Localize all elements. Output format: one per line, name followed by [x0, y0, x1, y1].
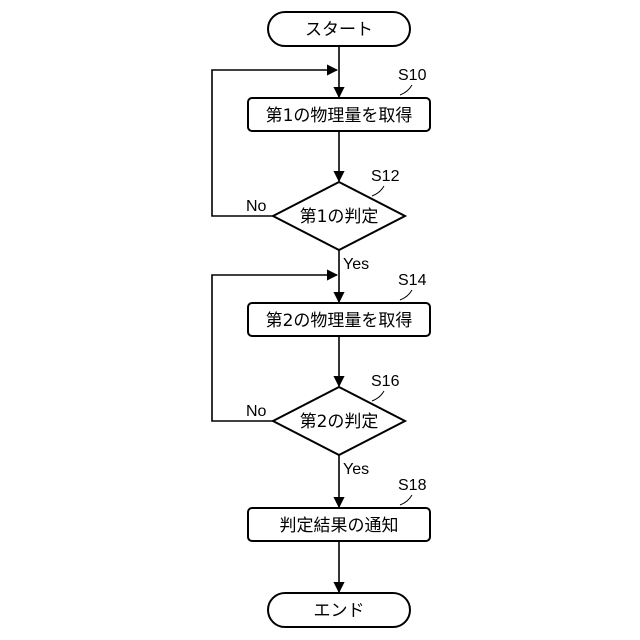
start-terminal: スタート [268, 12, 410, 46]
process-s14-label: 第2の物理量を取得 [266, 311, 413, 331]
start-label: スタート [305, 20, 373, 40]
leader-s16 [372, 391, 384, 401]
leader-s14 [400, 290, 412, 300]
s12-no-label: No [246, 198, 267, 215]
process-s18: 判定結果の通知 [248, 508, 430, 541]
process-s10: 第1の物理量を取得 [248, 98, 430, 131]
leader-s10 [400, 85, 412, 95]
end-label: エンド [314, 601, 365, 621]
ref-s10: S10 [398, 67, 427, 84]
s12-yes-label: Yes [343, 256, 369, 273]
end-terminal: エンド [268, 593, 410, 627]
process-s10-label: 第1の物理量を取得 [266, 106, 413, 126]
ref-s18: S18 [398, 477, 427, 494]
ref-s12: S12 [371, 168, 400, 185]
ref-s14: S14 [398, 272, 427, 289]
process-s18-label: 判定結果の通知 [280, 516, 399, 536]
decision-s12: 第1の判定 [273, 182, 405, 250]
leader-s18 [400, 495, 412, 505]
s16-no-label: No [246, 403, 267, 420]
s16-yes-label: Yes [343, 461, 369, 478]
decision-s12-label: 第1の判定 [300, 207, 379, 227]
ref-s16: S16 [371, 373, 400, 390]
decision-s16-label: 第2の判定 [300, 412, 379, 432]
leader-s12 [372, 186, 384, 196]
process-s14: 第2の物理量を取得 [248, 303, 430, 336]
decision-s16: 第2の判定 [273, 387, 405, 455]
